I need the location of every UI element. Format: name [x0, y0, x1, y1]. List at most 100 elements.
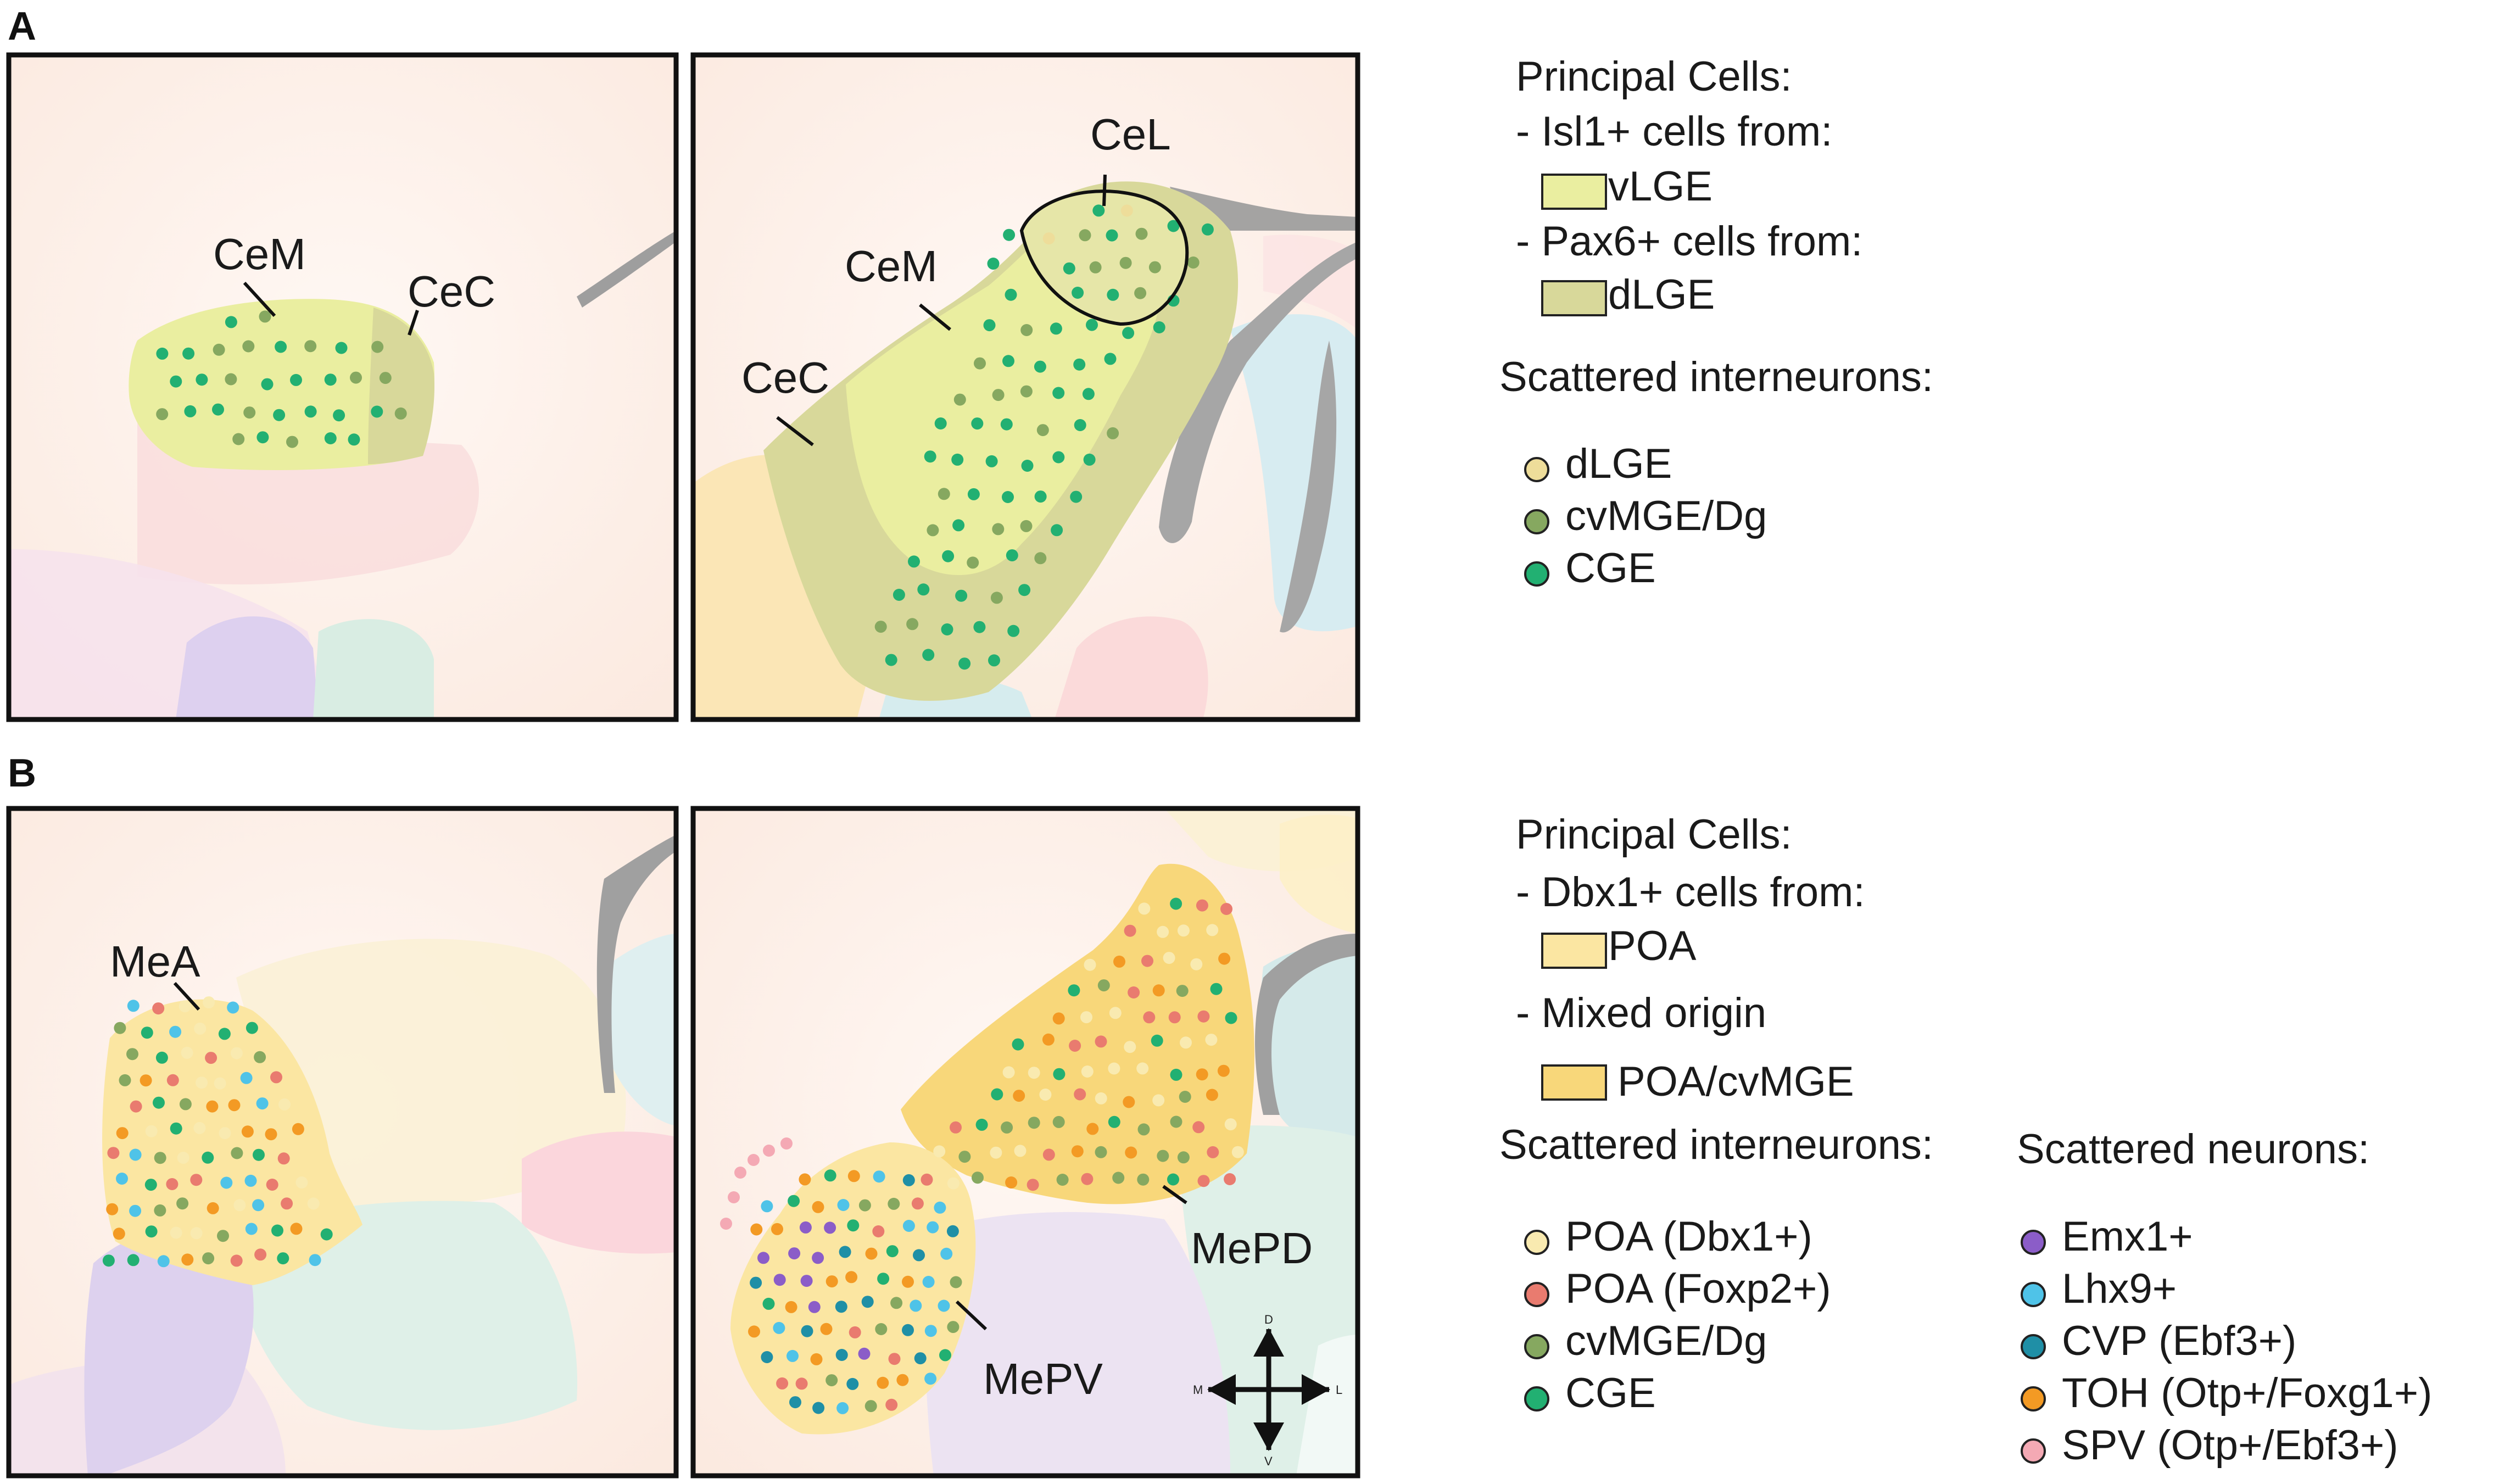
b-mepd-cell-dot	[1095, 1035, 1107, 1048]
b-left-cell-dot	[169, 1025, 182, 1038]
b-left-cell-dot	[102, 1254, 115, 1267]
legend-a-item-dlge: dLGE	[1565, 440, 1672, 487]
b-mepd-cell-dot	[1190, 958, 1203, 970]
a-right-cell-dot	[973, 621, 986, 633]
b-mepv-cell-dot	[801, 1325, 813, 1337]
a-right-cell-dot	[1018, 584, 1031, 596]
spv-cell-dot	[720, 1218, 732, 1230]
b-mepd-cell-dot	[1170, 897, 1182, 910]
b-left-cell-dot	[145, 1225, 158, 1238]
a-left-cell-dot	[196, 373, 208, 386]
a-cel-cell-dot	[1120, 204, 1133, 217]
a-left-cell-dot	[256, 431, 269, 444]
a-right-cell-dot	[1050, 322, 1062, 335]
a-right-cell-dot	[1051, 524, 1063, 537]
a-right-cell-dot	[941, 623, 953, 635]
legend-b-box1-label: POA	[1608, 923, 1697, 969]
a-left-cell-dot	[213, 343, 225, 356]
a-right-cell-dot	[992, 523, 1005, 535]
legend-b-neuron-dot-4	[2021, 1438, 2046, 1464]
b-mepd-cell-dot	[1152, 984, 1165, 997]
b-left-cell-dot	[116, 1127, 129, 1140]
a-right-cell-dot	[1052, 387, 1065, 399]
b-left-cell-dot	[154, 1204, 166, 1217]
a-right-cell-dot	[983, 319, 996, 332]
a-right-cell-dot	[952, 519, 965, 532]
b-left-cell-dot	[130, 1100, 142, 1113]
b-mepd-cell-dot	[1224, 1118, 1237, 1131]
a-right-cell-dot	[1003, 228, 1016, 241]
panel-b-left-dots	[102, 996, 333, 1268]
b-mepv-cell-dot	[939, 1349, 951, 1362]
b-mepv-cell-dot	[762, 1297, 775, 1310]
a-right-cell-dot	[955, 589, 968, 602]
a-left-cell-dot	[225, 316, 237, 328]
b-mepv-cell-dot	[896, 1374, 909, 1386]
b-left-cell-dot	[181, 1253, 194, 1266]
b-mepv-cell-dot	[861, 1296, 874, 1308]
b-mepv-cell-dot	[825, 1374, 838, 1387]
b-mepd-cell-dot	[950, 1121, 962, 1134]
a-right-cell-dot	[1187, 256, 1200, 269]
b-left-cell-dot	[166, 1178, 178, 1190]
a-right-cell-dot	[967, 488, 980, 500]
b-mepd-cell-dot	[1109, 1007, 1122, 1019]
a-left-cell-dot	[156, 347, 169, 360]
b-left-cell-dot	[219, 1127, 231, 1140]
a-right-cell-dot	[1083, 453, 1096, 466]
b-mepd-cell-dot	[1206, 924, 1219, 936]
b-left-cell-dot	[277, 1252, 289, 1265]
panel-a-right-frame	[690, 52, 1360, 722]
b-mepv-cell-dot	[839, 1246, 851, 1258]
b-mepd-cell-dot	[1080, 1011, 1092, 1024]
b-mepd-cell-dot	[1084, 958, 1096, 971]
b-left-cell-dot	[155, 1051, 168, 1064]
a-right-cell-dot	[938, 488, 950, 500]
b-left-cell-dot	[116, 1173, 128, 1185]
panel-letter-a: A	[8, 4, 36, 48]
b-mepd-cell-dot	[1002, 1066, 1015, 1079]
b-mepv-cell-dot	[776, 1377, 789, 1390]
b-mepd-cell-dot	[1108, 1115, 1120, 1128]
b-left-cell-dot	[205, 1052, 217, 1064]
b-left-cell-dot	[256, 1097, 269, 1110]
a-right-cell-dot	[1020, 520, 1033, 532]
a-left-cell-dot	[290, 373, 302, 386]
a-right-cell-dot	[917, 583, 930, 596]
legend-b-line1: - Dbx1+ cells from:	[1516, 869, 1865, 916]
b-mepd-cell-dot	[1176, 985, 1189, 997]
legend-a-item-cvmge: cvMGE/Dg	[1565, 493, 1767, 539]
panel-b-right-frame	[690, 806, 1360, 1479]
panel-a-right-dots	[874, 204, 1214, 670]
b-mepv-cell-dot	[938, 1299, 950, 1312]
a-right-cell-dot	[990, 592, 1003, 604]
b-mepd-cell-dot	[1180, 1036, 1192, 1049]
b-mepv-cell-dot	[761, 1351, 773, 1363]
a-right-cell-dot	[1036, 424, 1049, 437]
a-cel-cell-dot	[1134, 287, 1147, 299]
label-mepv: MePV	[983, 1354, 1103, 1403]
a-right-cell-dot	[971, 417, 984, 430]
b-left-cell-dot	[292, 1123, 304, 1135]
a-left-cell-dot	[350, 371, 362, 384]
b-mepv-cell-dot	[836, 1402, 849, 1414]
b-mepv-cell-dot	[873, 1170, 885, 1183]
b-mepd-cell-dot	[1210, 983, 1223, 995]
a-left-cell-dot	[170, 375, 182, 388]
legend-b-line2: - Mixed origin	[1516, 990, 1766, 1036]
a-left-cell-dot	[324, 373, 337, 386]
legend-b-neuron-dot-1	[2021, 1282, 2046, 1307]
b-mepd-cell-dot	[1177, 1151, 1190, 1164]
b-mepd-cell-dot	[1001, 1121, 1013, 1134]
b-left-cell-dot	[126, 1048, 138, 1061]
a-cel-cell-dot	[1119, 256, 1132, 269]
b-mepv-cell-dot	[947, 1321, 960, 1334]
a-right-cell-dot	[1007, 624, 1020, 637]
b-mepd-cell-dot	[1039, 1089, 1052, 1101]
b-left-cell-dot	[246, 1022, 258, 1034]
b-mepd-cell-dot	[1014, 1145, 1027, 1157]
a-right-cell-dot	[1070, 490, 1083, 503]
b-mepd-cell-dot	[1136, 1062, 1149, 1075]
a-right-cell-dot	[1107, 427, 1119, 439]
b-left-cell-dot	[281, 1197, 293, 1210]
